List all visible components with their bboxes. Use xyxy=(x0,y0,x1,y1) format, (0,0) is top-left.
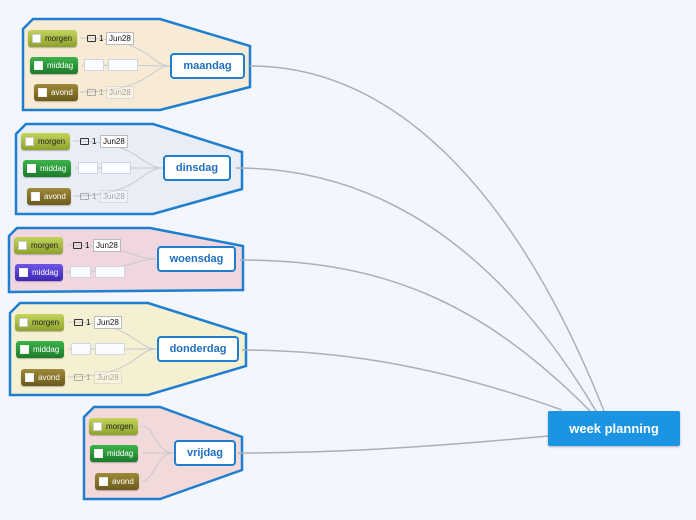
subtopic-avond[interactable]: avond xyxy=(34,84,78,101)
subtopic-label: middag xyxy=(33,345,60,354)
task-checkbox-icon[interactable] xyxy=(27,164,36,173)
day-topic-woensdag[interactable]: woensdag xyxy=(157,246,236,272)
task-checkbox-icon[interactable] xyxy=(38,88,47,97)
note-count: 1 xyxy=(99,88,104,97)
subtopic-label: middag xyxy=(47,61,74,70)
connector-vrijdag-morgen xyxy=(141,425,175,454)
note-count: 1 xyxy=(86,373,91,382)
task-checkbox-icon[interactable] xyxy=(32,34,41,43)
speech-bubble-icon xyxy=(87,35,96,42)
task-checkbox-icon[interactable] xyxy=(93,422,102,431)
subtopic-label: avond xyxy=(44,192,66,201)
subtopic-label: morgen xyxy=(32,318,60,327)
due-date-badge: Jun28 xyxy=(94,316,122,329)
task-checkbox-icon[interactable] xyxy=(18,241,27,250)
connector-root-dinsdag xyxy=(235,167,597,412)
subtopic-label: morgen xyxy=(106,422,134,431)
day-topic-maandag[interactable]: maandag xyxy=(170,53,245,79)
subtopic-avond[interactable]: avond xyxy=(27,188,71,205)
connector-maandag-avond xyxy=(79,65,171,93)
task-checkbox-icon[interactable] xyxy=(94,449,103,458)
subtopic-morgen[interactable]: morgen xyxy=(14,237,64,254)
subtopic-label: morgen xyxy=(45,34,73,43)
empty-date-slot xyxy=(95,266,125,278)
connector-root-woensdag xyxy=(239,259,591,412)
task-checkbox-icon[interactable] xyxy=(99,477,108,486)
subtopic-morgen[interactable]: morgen xyxy=(89,418,139,435)
root-topic[interactable]: week planning xyxy=(548,411,680,446)
subtopic-label: avond xyxy=(51,88,73,97)
due-date-badge: Jun28 xyxy=(93,239,121,252)
note-count: 1 xyxy=(86,318,91,327)
subtopic-label: morgen xyxy=(31,241,59,250)
subtopic-label: middag xyxy=(32,268,59,277)
connector-donderdag-morgen xyxy=(67,321,158,350)
note-count: 1 xyxy=(85,241,90,250)
note-indicator[interactable]: 1 xyxy=(87,32,103,45)
subtopic-middag[interactable]: middag xyxy=(30,57,79,74)
subtopic-label: middag xyxy=(40,164,67,173)
due-date-badge: Jun28 xyxy=(94,371,122,384)
speech-bubble-icon xyxy=(80,193,89,200)
group-boundary-woensdag xyxy=(7,226,245,294)
task-checkbox-icon[interactable] xyxy=(31,192,40,201)
note-indicator[interactable]: 1 xyxy=(73,239,89,252)
day-topic-donderdag[interactable]: donderdag xyxy=(157,336,239,362)
due-date-badge: Jun28 xyxy=(106,86,134,99)
empty-note-slot xyxy=(78,162,98,174)
task-checkbox-icon[interactable] xyxy=(25,137,34,146)
note-indicator[interactable]: 1 xyxy=(74,316,90,329)
subtopic-avond[interactable]: avond xyxy=(21,369,65,386)
connector-dinsdag-morgen xyxy=(72,140,164,169)
empty-date-slot xyxy=(101,162,131,174)
note-count: 1 xyxy=(99,34,104,43)
connector-maandag-morgen xyxy=(79,37,171,67)
connector-vrijdag-avond xyxy=(141,452,175,482)
task-checkbox-icon[interactable] xyxy=(34,61,43,70)
speech-bubble-icon xyxy=(80,138,89,145)
note-indicator[interactable]: 1 xyxy=(74,371,90,384)
subtopic-middag[interactable]: middag xyxy=(15,264,64,281)
speech-bubble-icon xyxy=(74,319,83,326)
subtopic-morgen[interactable]: morgen xyxy=(28,30,78,47)
subtopic-middag[interactable]: middag xyxy=(16,341,65,358)
subtopic-label: middag xyxy=(107,449,134,458)
subtopic-label: avond xyxy=(38,373,60,382)
subtopic-label: avond xyxy=(112,477,134,486)
empty-date-slot xyxy=(108,59,138,71)
task-checkbox-icon[interactable] xyxy=(19,318,28,327)
subtopic-middag[interactable]: middag xyxy=(23,160,72,177)
task-checkbox-icon[interactable] xyxy=(19,268,28,277)
speech-bubble-icon xyxy=(74,374,83,381)
empty-note-slot xyxy=(71,343,91,355)
connector-dinsdag-avond xyxy=(72,167,164,197)
due-date-badge: Jun28 xyxy=(100,190,128,203)
connector-root-maandag xyxy=(249,65,605,412)
note-count: 1 xyxy=(92,192,97,201)
connector-root-vrijdag xyxy=(237,435,549,454)
speech-bubble-icon xyxy=(87,89,96,96)
task-checkbox-icon[interactable] xyxy=(25,373,34,382)
note-count: 1 xyxy=(92,137,97,146)
task-checkbox-icon[interactable] xyxy=(20,345,29,354)
speech-bubble-icon xyxy=(73,242,82,249)
note-indicator[interactable]: 1 xyxy=(80,135,96,148)
empty-note-slot xyxy=(70,266,91,278)
subtopic-label: morgen xyxy=(38,137,66,146)
due-date-badge: Jun28 xyxy=(100,135,128,148)
subtopic-morgen[interactable]: morgen xyxy=(15,314,65,331)
subtopic-middag[interactable]: middag xyxy=(90,445,139,462)
note-indicator[interactable]: 1 xyxy=(87,86,103,99)
day-topic-vrijdag[interactable]: vrijdag xyxy=(174,440,236,466)
empty-note-slot xyxy=(84,59,104,71)
subtopic-morgen[interactable]: morgen xyxy=(21,133,71,150)
empty-date-slot xyxy=(95,343,125,355)
connector-woensdag-morgen xyxy=(66,244,158,260)
due-date-badge: Jun28 xyxy=(106,32,134,45)
day-topic-dinsdag[interactable]: dinsdag xyxy=(163,155,231,181)
connector-root-donderdag xyxy=(241,349,563,411)
note-indicator[interactable]: 1 xyxy=(80,190,96,203)
connector-donderdag-avond xyxy=(67,348,158,378)
subtopic-avond[interactable]: avond xyxy=(95,473,139,490)
